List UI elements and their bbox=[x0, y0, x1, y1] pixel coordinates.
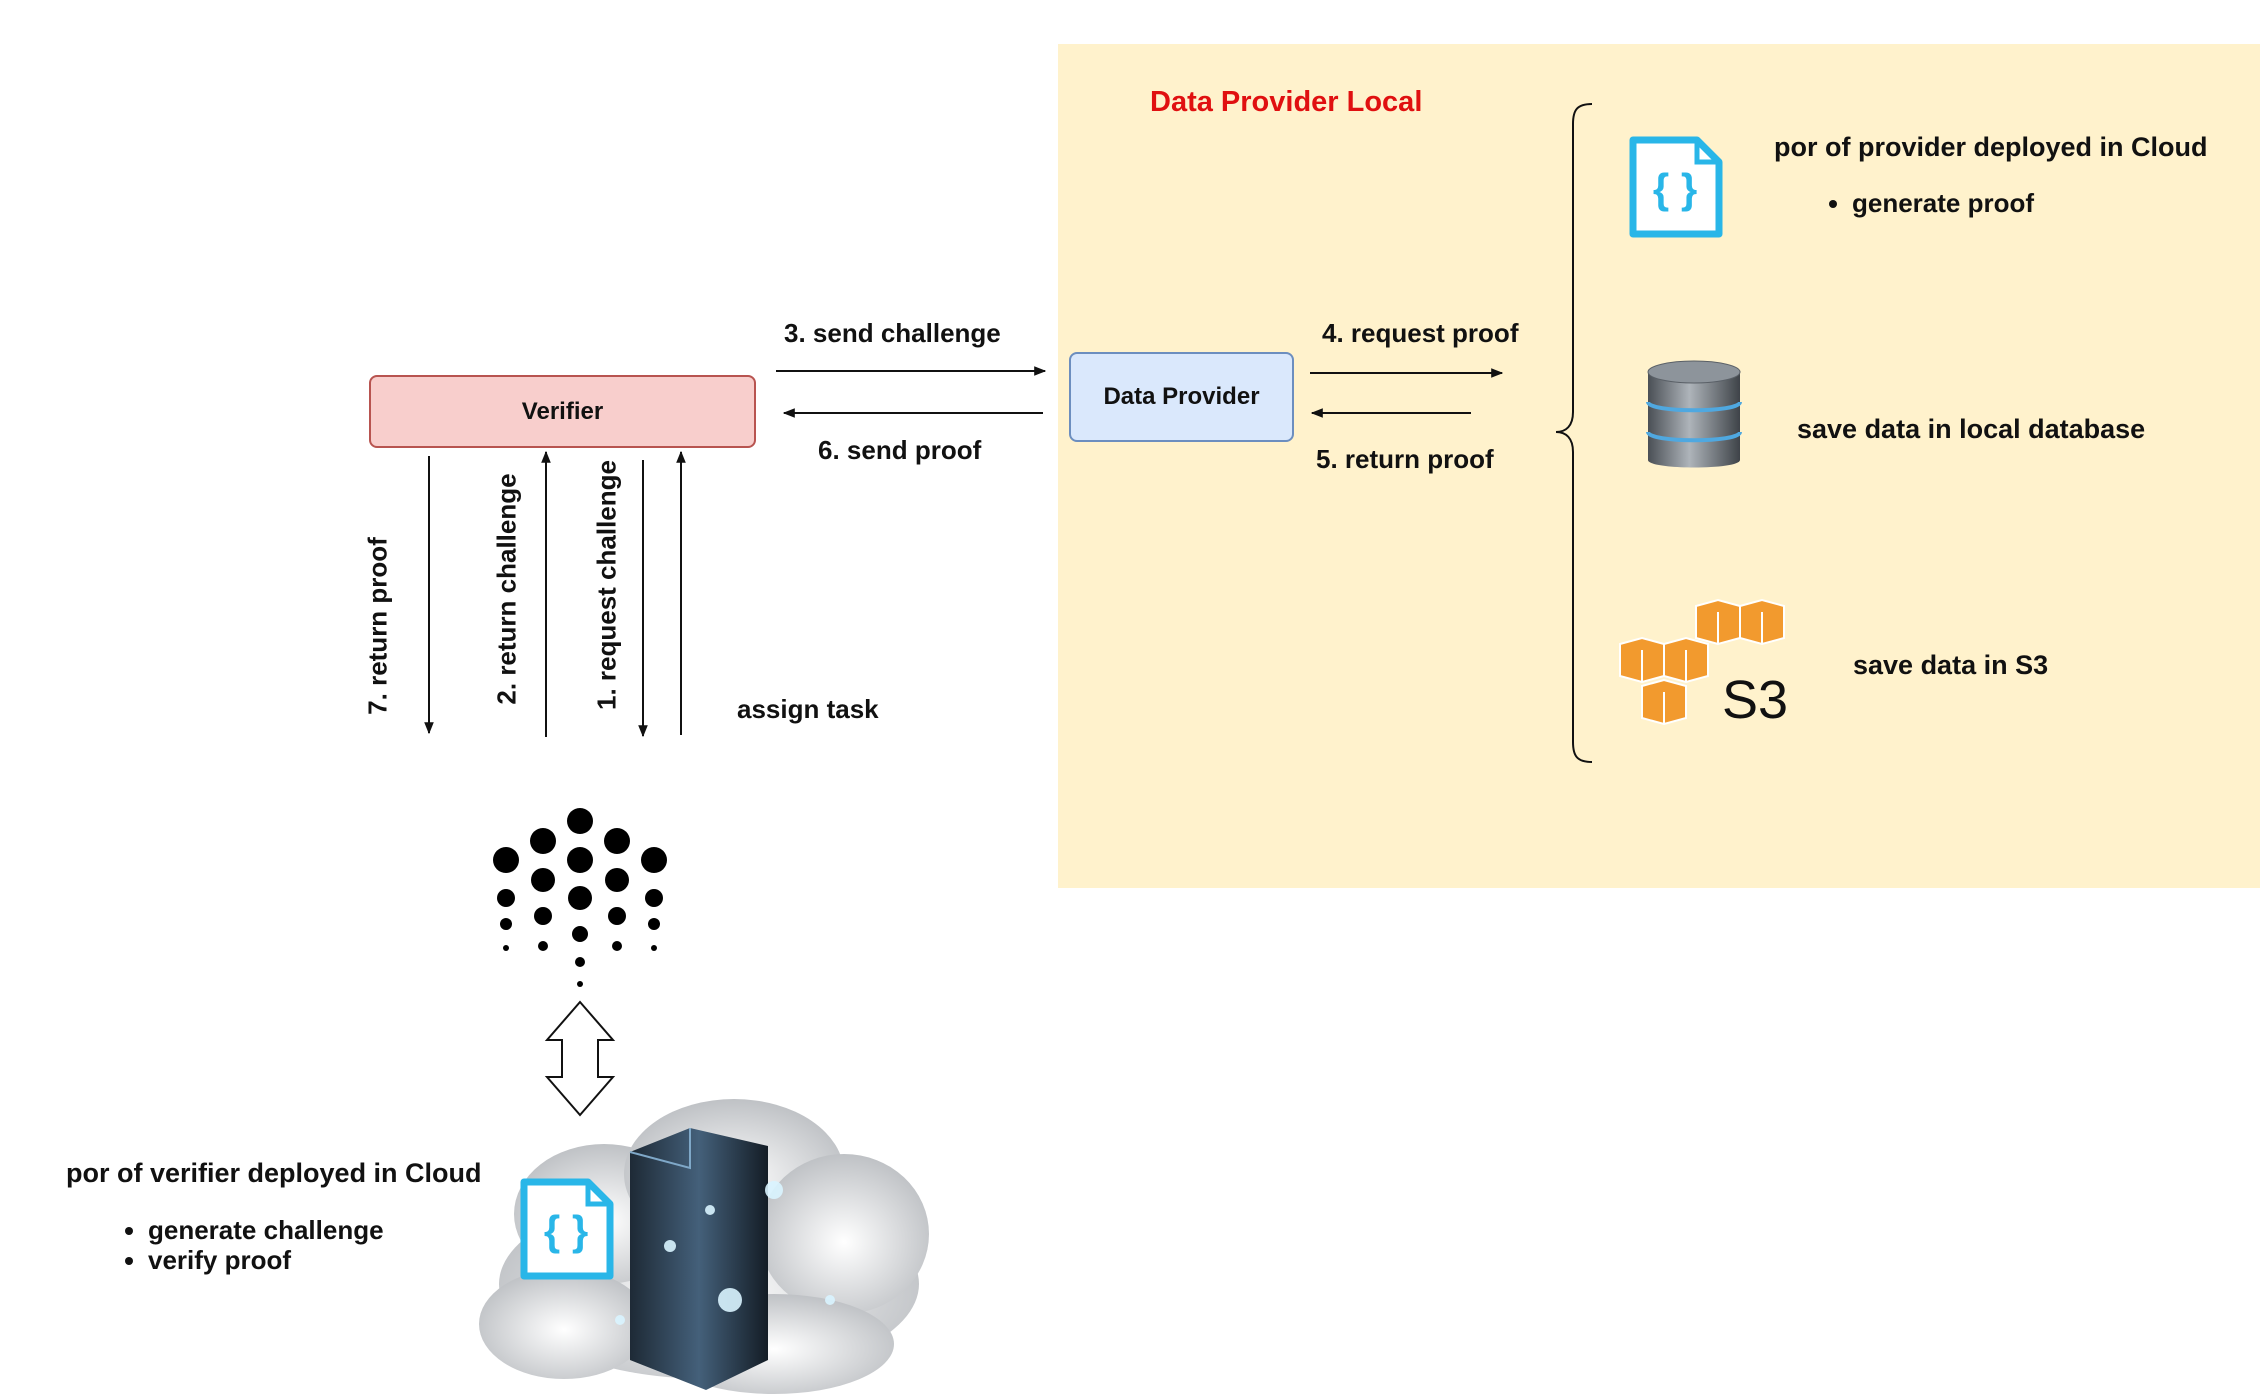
verifier-cloud-bullets: generate challenge verify proof bbox=[112, 1215, 384, 1275]
database-icon bbox=[1646, 360, 1742, 468]
s3-label: save data in S3 bbox=[1853, 650, 2049, 680]
svg-text:{ }: { } bbox=[1653, 165, 1697, 212]
provider-cloud-title: por of provider deployed in Cloud bbox=[1774, 132, 2208, 162]
send-challenge-label: 3. send challenge bbox=[784, 318, 1001, 348]
request-challenge-label: 1. request challenge bbox=[591, 460, 622, 710]
storage-curly-brace bbox=[1555, 103, 1593, 763]
return-challenge-label: 2. return challenge bbox=[491, 473, 522, 705]
return-proof-7-label: 7. return proof bbox=[362, 537, 393, 715]
send-proof-label: 6. send proof bbox=[818, 435, 982, 465]
assign-task-label: assign task bbox=[737, 694, 879, 724]
provider-cloud-bullets: generate proof bbox=[1816, 188, 2034, 218]
request-proof-label: 4. request proof bbox=[1322, 318, 1519, 348]
region-title: Data Provider Local bbox=[1150, 86, 1423, 118]
verifier-cloud-title: por of verifier deployed in Cloud bbox=[66, 1158, 482, 1188]
s3-text: S3 bbox=[1722, 670, 1788, 730]
verifier-bullet-item: verify proof bbox=[148, 1245, 384, 1275]
data-provider-node[interactable]: Data Provider bbox=[1069, 352, 1294, 442]
svg-text:{ }: { } bbox=[544, 1207, 588, 1254]
verifier-bullet-item: generate challenge bbox=[148, 1215, 384, 1245]
return-proof-5-label: 5. return proof bbox=[1316, 444, 1494, 474]
code-file-icon: { } bbox=[1629, 136, 1723, 238]
aws-s3-icon: S3 bbox=[1619, 598, 1788, 730]
provider-bullet-item: generate proof bbox=[1852, 188, 2034, 218]
verifier-node[interactable]: Verifier bbox=[369, 375, 756, 448]
dot-network-icon bbox=[493, 808, 667, 987]
verifier-code-file-icon: { } bbox=[520, 1178, 614, 1280]
database-label: save data in local database bbox=[1797, 414, 2146, 444]
double-arrow-icon bbox=[544, 1000, 616, 1117]
